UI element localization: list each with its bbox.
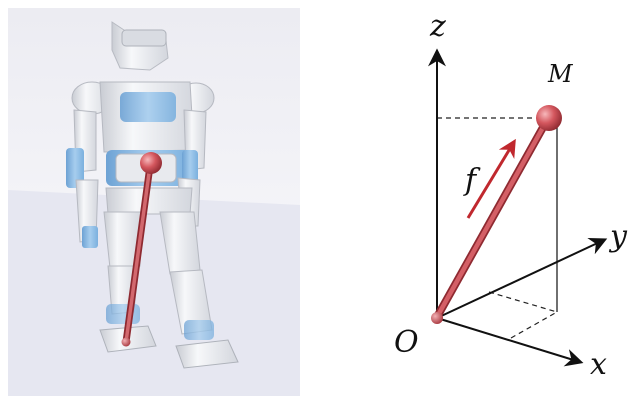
x-axis [436,317,584,367]
origin-label: O [394,325,419,360]
robot-pivot-ball [121,337,131,347]
z-axis-label: z [429,9,446,44]
y-axis-label: y [608,219,628,254]
y-axis [436,237,608,319]
mass-ball [536,105,562,131]
force-arrow [466,138,516,219]
force-label: f [463,163,481,198]
robot-icon [66,21,239,369]
mass-label: M [547,60,574,88]
origin-ball [431,312,443,324]
robot-pendulum-overlay [121,152,162,347]
inverted-pendulum-model: z y x O M f [394,9,628,382]
pendulum-rod [434,119,549,320]
x-axis-label: x [590,347,607,382]
humanoid-robot-render [8,8,300,396]
floor-plane [8,190,300,396]
projection-dashed-x [510,311,558,339]
projection-dashed-y [488,291,558,313]
robot-com-ball [140,152,162,174]
